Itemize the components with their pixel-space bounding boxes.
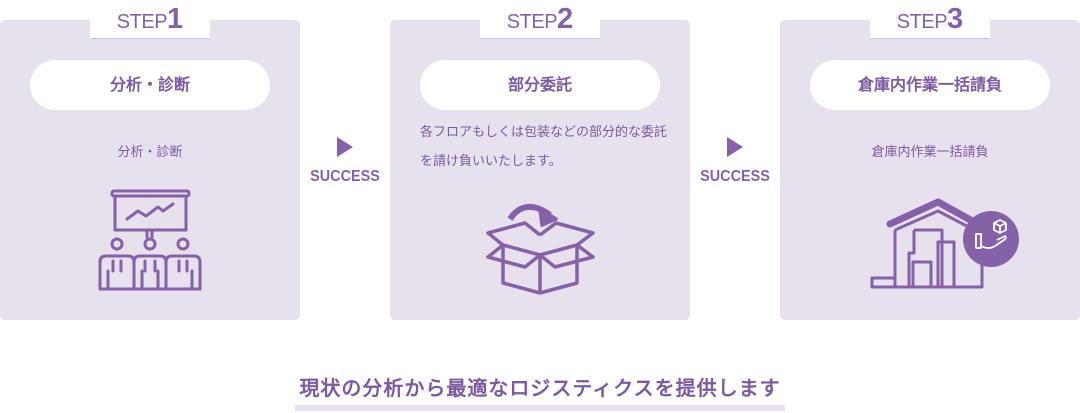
step-label: STEP <box>116 11 168 33</box>
success-arrow-2: SUCCESS <box>690 137 780 186</box>
step-title: 部分委託 <box>420 60 660 110</box>
warehouse-hand-box-icon <box>870 198 1019 289</box>
step-label: STEP <box>896 11 948 33</box>
footer: 現状の分析から最適なロジスティクスを提供します <box>0 372 1080 411</box>
step-number: 3 <box>947 3 964 35</box>
step-card-1: STEP1 分析・診断 分析・診断 <box>0 0 300 320</box>
step-tab: STEP1 <box>90 0 210 39</box>
play-arrow-icon <box>727 137 743 157</box>
step-tab: STEP3 <box>870 0 990 39</box>
step-description: 倉庫内作業一括請負 <box>871 145 989 160</box>
step-card-3: STEP3 倉庫内作業一括請負 倉庫内作業一括請負 <box>780 0 1080 320</box>
step-tab: STEP2 <box>480 0 600 39</box>
footer-tagline: 現状の分析から最適なロジスティクスを提供します <box>295 372 785 411</box>
step-description: 分析・診断 <box>117 145 183 160</box>
presentation-audience-icon <box>98 189 202 291</box>
success-label: SUCCESS <box>700 168 770 185</box>
step-number: 2 <box>557 3 574 35</box>
success-arrow-1: SUCCESS <box>300 137 390 186</box>
step-number: 1 <box>167 3 184 35</box>
success-label: SUCCESS <box>310 168 380 185</box>
step-title: 分析・診断 <box>30 60 270 110</box>
box-open-icon <box>486 204 595 295</box>
step-title: 倉庫内作業一括請負 <box>810 60 1050 110</box>
step-description: 各フロアもしくは包装などの部分的な委託を請け負いいたします。 <box>420 125 668 169</box>
step-label: STEP <box>506 11 558 33</box>
play-arrow-icon <box>337 137 353 157</box>
step-card-2: STEP2 部分委託 各フロアもしくは包装などの部分的な委託を請け負いいたします… <box>390 0 690 320</box>
